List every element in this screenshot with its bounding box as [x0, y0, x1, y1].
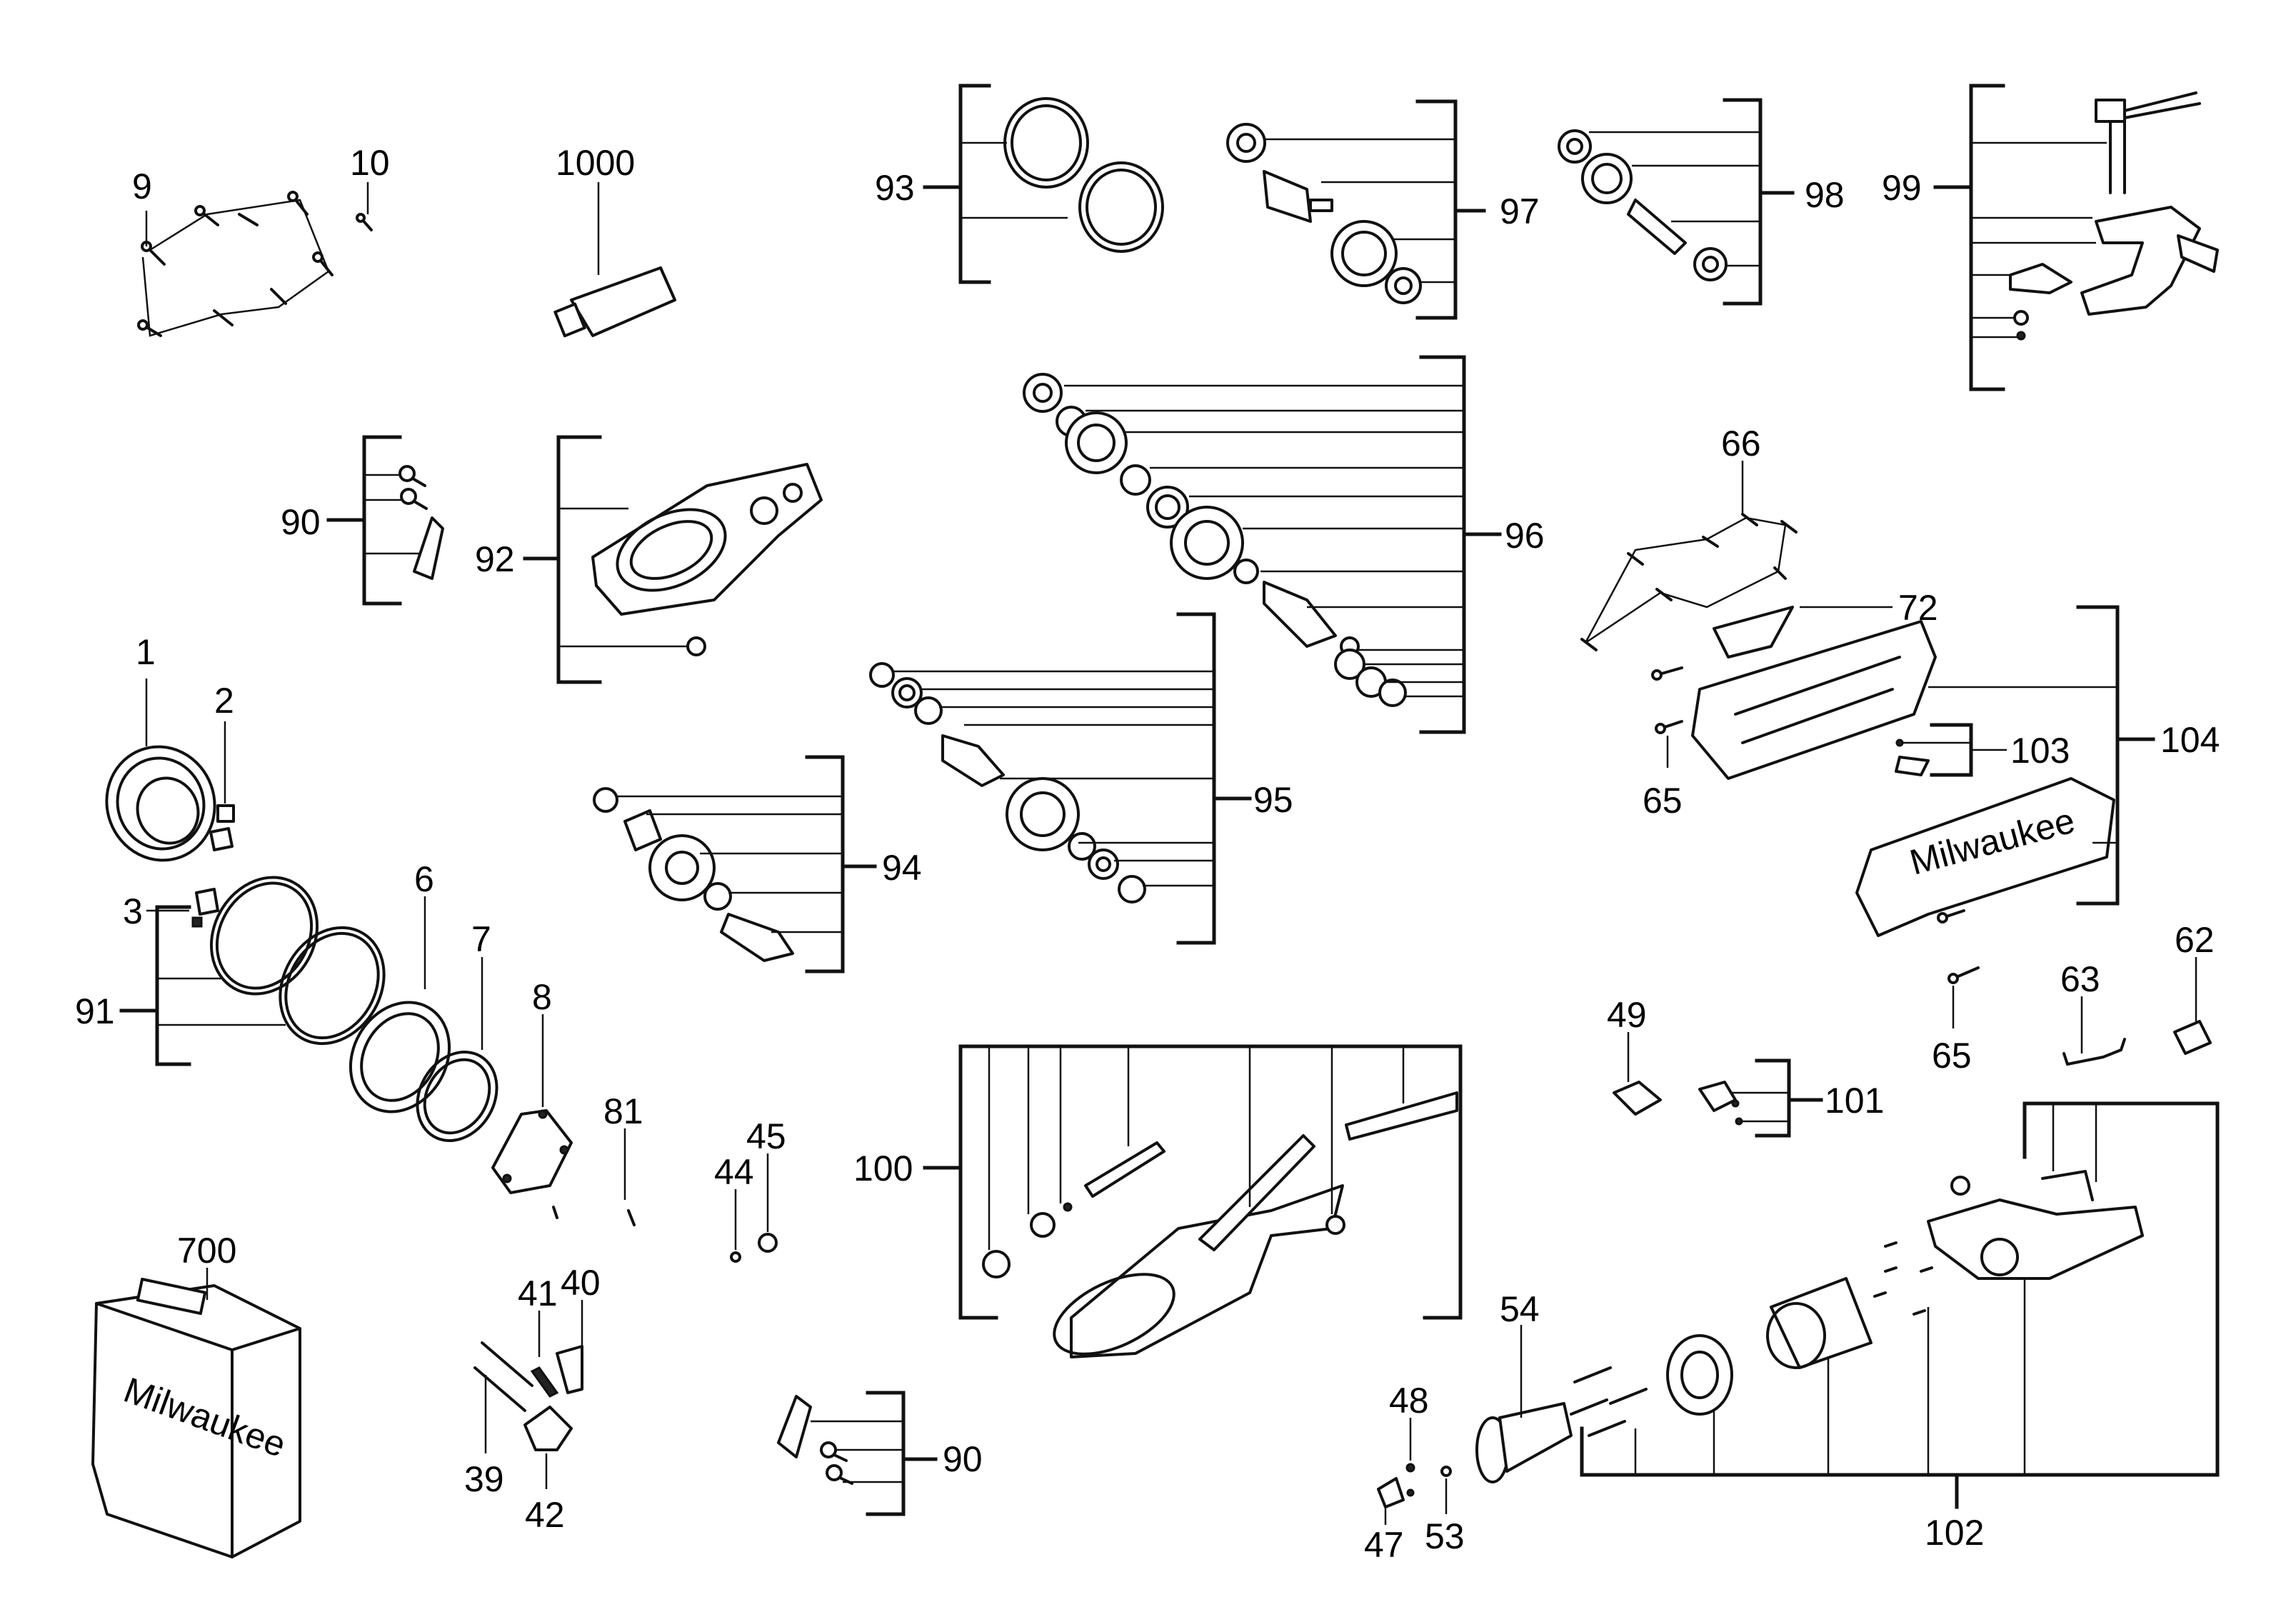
callout-6[interactable]: 6: [414, 859, 434, 899]
callout-90-upper[interactable]: 90: [281, 502, 321, 542]
part-7-seal[interactable]: [401, 1038, 512, 1156]
part-93-o-rings[interactable]: [1003, 97, 1164, 253]
part-92-gear-housing[interactable]: [591, 463, 823, 656]
part-97-gear-set[interactable]: [1226, 123, 1422, 304]
part-96-gear-train[interactable]: [1023, 373, 1407, 707]
callout-7[interactable]: 7: [471, 919, 491, 959]
part-9-screw-set[interactable]: [137, 191, 334, 337]
callout-45[interactable]: 45: [746, 1116, 786, 1156]
callout-44[interactable]: 44: [714, 1152, 754, 1192]
part-10-screw[interactable]: [356, 213, 373, 231]
part-98-gear-shaft-set[interactable]: [1558, 129, 1728, 281]
part-62-clip[interactable]: [2173, 1020, 2212, 1055]
callout-101[interactable]: 101: [1825, 1081, 1884, 1121]
callout-42[interactable]: 42: [525, 1495, 565, 1535]
callout-39[interactable]: 39: [464, 1459, 504, 1499]
part-54-armature[interactable]: [1475, 1398, 1608, 1483]
part-6-gasket[interactable]: [331, 984, 469, 1130]
part-103-latch[interactable]: [1895, 739, 1930, 776]
part-102-motor-group[interactable]: [1573, 1170, 2144, 1437]
callout-99[interactable]: 99: [1882, 168, 1922, 208]
callout-104[interactable]: 104: [2160, 720, 2220, 760]
part-53-spacer[interactable]: [1406, 1466, 1452, 1497]
callout-66[interactable]: 66: [1721, 424, 1761, 464]
callout-1000[interactable]: 1000: [556, 143, 635, 183]
part-99-side-handle-set[interactable]: [2009, 91, 2219, 341]
part-72-nameplate[interactable]: [1713, 606, 1794, 659]
callout-47[interactable]: 47: [1364, 1525, 1404, 1565]
callout-94[interactable]: 94: [882, 848, 922, 888]
part-90-upper-bracket-set[interactable]: [398, 465, 444, 580]
callout-97[interactable]: 97: [1500, 191, 1540, 231]
callout-92[interactable]: 92: [475, 539, 515, 579]
part-45-nut[interactable]: [758, 1233, 778, 1253]
callout-10[interactable]: 10: [350, 143, 390, 183]
part-39-rod[interactable]: [473, 1366, 526, 1412]
part-63-spring[interactable]: [2062, 1038, 2126, 1066]
callout-96[interactable]: 96: [1505, 516, 1545, 556]
part-48-washer[interactable]: [1405, 1463, 1415, 1473]
callout-72[interactable]: 72: [1898, 588, 1938, 628]
callout-3[interactable]: 3: [123, 891, 143, 931]
callout-41[interactable]: 41: [518, 1273, 558, 1313]
part-40-lever[interactable]: [530, 1345, 583, 1398]
callout-1[interactable]: 1: [136, 632, 156, 672]
callout-62[interactable]: 62: [2175, 920, 2215, 960]
callout-102[interactable]: 102: [1925, 1513, 1984, 1553]
callout-9[interactable]: 9: [132, 166, 152, 206]
callout-93[interactable]: 93: [875, 168, 915, 208]
part-100-guard-set[interactable]: [982, 1091, 1458, 1371]
part-101-switch-button[interactable]: [1698, 1081, 1743, 1126]
part-8-plate[interactable]: [491, 1109, 573, 1219]
callout-100[interactable]: 100: [853, 1148, 913, 1188]
callout-103[interactable]: 103: [2010, 731, 2070, 771]
part-42-lock-lever[interactable]: [523, 1406, 573, 1451]
callout-95[interactable]: 95: [1253, 780, 1293, 820]
callout-8[interactable]: 8: [532, 977, 552, 1017]
callout-90-lower[interactable]: 90: [943, 1439, 983, 1479]
part-2-set-screw[interactable]: [209, 804, 235, 851]
callout-40[interactable]: 40: [561, 1263, 601, 1303]
callout-54[interactable]: 54: [1500, 1289, 1540, 1329]
part-49-spring-clip[interactable]: [1613, 1081, 1662, 1116]
part-44-washer[interactable]: [730, 1251, 741, 1263]
part-95-gear-shaft-set[interactable]: [869, 662, 1146, 903]
callout-91[interactable]: 91: [75, 991, 115, 1031]
part-1-bevel-gear[interactable]: [91, 731, 231, 876]
part-104-motor-housing-set[interactable]: Milwaukee: [1651, 620, 2115, 937]
part-94-spindle-set[interactable]: [593, 787, 794, 962]
part-81-pin[interactable]: [627, 1209, 636, 1226]
callout-65-upper[interactable]: 65: [1643, 781, 1683, 821]
callout-700[interactable]: 700: [177, 1231, 236, 1271]
callout-98[interactable]: 98: [1805, 175, 1845, 215]
callout-81[interactable]: 81: [603, 1091, 643, 1131]
callout-48[interactable]: 48: [1389, 1381, 1429, 1421]
callout-2[interactable]: 2: [214, 681, 234, 721]
part-90-lower-bracket-set[interactable]: [777, 1395, 853, 1485]
part-65-screw-lower[interactable]: [1947, 966, 1980, 984]
part-66-screw-set[interactable]: [1580, 513, 1798, 651]
part-91-ring-set[interactable]: [191, 858, 405, 1062]
part-700-carry-case[interactable]: Milwaukee: [91, 1277, 301, 1558]
callout-63[interactable]: 63: [2060, 959, 2100, 999]
callout-65-lower[interactable]: 65: [1932, 1036, 1972, 1076]
part-1000-grease-tube[interactable]: [553, 266, 676, 338]
callout-53[interactable]: 53: [1425, 1516, 1465, 1556]
part-41-pin[interactable]: [481, 1341, 533, 1387]
callout-49[interactable]: 49: [1607, 995, 1647, 1035]
part-47-bearing-plate[interactable]: [1377, 1477, 1405, 1508]
part-3-clamp[interactable]: [191, 888, 219, 928]
